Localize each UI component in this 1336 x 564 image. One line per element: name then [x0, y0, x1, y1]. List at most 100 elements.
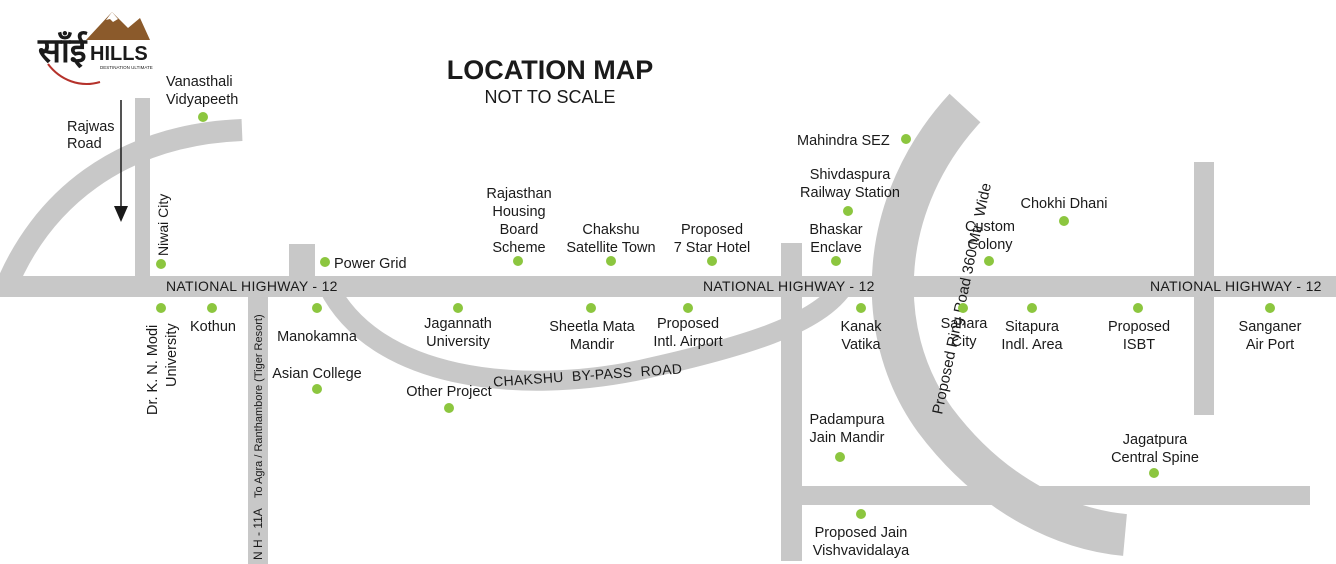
bhaskar-label-2: Enclave [810, 240, 862, 256]
shivdaspura-label-2: Railway Station [800, 185, 900, 201]
vanasthali-label-1: Vanasthali [166, 74, 233, 90]
padampura-road [781, 243, 802, 561]
sahara-city-label-2: City [952, 334, 978, 350]
place-marker [207, 303, 217, 313]
sahara-city-label-1: Sahara [941, 316, 989, 332]
jagannath-label-1: Jagannath [424, 316, 492, 332]
isbt-label-2: ISBT [1123, 337, 1155, 353]
place-marker [1059, 216, 1069, 226]
logo-tagline: DESTINATION ULTIMATE [100, 65, 153, 70]
place-marker [984, 256, 994, 266]
place-marker [453, 303, 463, 313]
nh12-label-mid: NATIONAL HIGHWAY - 12 [703, 278, 875, 294]
place-marker [1149, 468, 1159, 478]
sitapura-label-2: Indl. Area [1001, 337, 1063, 353]
niwai-road [135, 98, 150, 278]
map-subtitle: NOT TO SCALE [484, 87, 615, 107]
power-grid-label: Power Grid [334, 256, 407, 272]
roads-layer [0, 93, 1336, 564]
place-marker [586, 303, 596, 313]
sheetla-label-2: Mandir [570, 337, 614, 353]
place-marker [1027, 303, 1037, 313]
place-marker [312, 384, 322, 394]
places-layer: Vanasthali Vidyapeeth Power Grid Rajasth… [145, 74, 1302, 559]
rajwas-road-label-2: Road [67, 136, 102, 152]
place-marker [835, 452, 845, 462]
vanasthali-label-2: Vidyapeeth [166, 92, 238, 108]
rhb-label-2: Housing [492, 204, 545, 220]
other-project-label: Other Project [406, 384, 491, 400]
padampura-label-2: Jain Mandir [810, 430, 885, 446]
chakshu-satellite-label-1: Chakshu [582, 222, 639, 238]
jain-univ-label-2: Vishvavidalaya [813, 543, 910, 559]
place-marker [707, 256, 717, 266]
hotel-label-2: 7 Star Hotel [674, 240, 751, 256]
jagatpura-label-1: Jagatpura [1123, 432, 1188, 448]
nh12-label-right: NATIONAL HIGHWAY - 12 [1150, 278, 1322, 294]
place-marker [1265, 303, 1275, 313]
sitapura-label-1: Sitapura [1005, 319, 1060, 335]
logo-brand-script: साँई [37, 30, 89, 70]
place-marker [156, 259, 166, 269]
chokhi-dhani-label: Chokhi Dhani [1020, 196, 1107, 212]
nh-11a-direction-label: To Agra / Ranthambore (Tiger Resort) [253, 314, 265, 498]
place-marker [312, 303, 322, 313]
intl-airport-label-2: Intl. Airport [653, 334, 722, 350]
place-marker [1133, 303, 1143, 313]
asian-college-label: Asian College [272, 366, 361, 382]
place-marker [831, 256, 841, 266]
place-marker [513, 256, 523, 266]
place-marker [444, 403, 454, 413]
rhb-label-3: Board [500, 222, 539, 238]
place-marker [320, 257, 330, 267]
jagatpura-label-2: Central Spine [1111, 450, 1199, 466]
sheetla-label-1: Sheetla Mata [549, 319, 635, 335]
place-marker [683, 303, 693, 313]
logo-brand-word: HILLS [90, 43, 148, 65]
place-marker [843, 206, 853, 216]
dkn-modi-label-2: University [164, 323, 180, 387]
mahindra-sez-label: Mahindra SEZ [797, 133, 890, 149]
ring-road [871, 93, 1128, 556]
power-grid-stub [289, 244, 315, 284]
jagannath-label-2: University [426, 334, 490, 350]
map-title: LOCATION MAP [447, 55, 653, 85]
nh12-label-left: NATIONAL HIGHWAY - 12 [166, 278, 338, 294]
padampura-label-1: Padampura [810, 412, 886, 428]
kothun-label: Kothun [190, 319, 236, 335]
shivdaspura-label-1: Shivdaspura [810, 167, 892, 183]
kanak-vatika-label-2: Vatika [841, 337, 881, 353]
down-arrow-icon [114, 100, 128, 222]
jain-univ-label-1: Proposed Jain [815, 525, 908, 541]
sanganer-label-1: Sanganer [1239, 319, 1302, 335]
place-marker [198, 112, 208, 122]
rhb-label-4: Scheme [492, 240, 545, 256]
nh-11a-road [248, 290, 268, 564]
place-marker [606, 256, 616, 266]
custom-colony-label-1: Custom [965, 219, 1015, 235]
dkn-modi-label-1: Dr. K. N. Modi [145, 325, 161, 415]
sanganer-road [1194, 162, 1214, 415]
sanganer-label-2: Air Port [1246, 337, 1294, 353]
place-marker [856, 509, 866, 519]
rajwas-road-label-1: Rajwas [67, 119, 115, 135]
place-marker [856, 303, 866, 313]
hotel-label-1: Proposed [681, 222, 743, 238]
rhb-label-1: Rajasthan [486, 186, 551, 202]
place-marker [156, 303, 166, 313]
isbt-label-1: Proposed [1108, 319, 1170, 335]
ring-road-label: Proposed Ring Road 360 Mtr. Wide [929, 181, 995, 415]
bhaskar-label-1: Bhaskar [809, 222, 862, 238]
intl-airport-label-1: Proposed [657, 316, 719, 332]
chakshu-satellite-label-2: Satellite Town [566, 240, 655, 256]
logo-mountain-icon [86, 12, 150, 40]
niwai-city-label: Niwai City [155, 194, 171, 256]
logo: साँई HILLS DESTINATION ULTIMATE [37, 12, 153, 85]
custom-colony-label-2: Colony [967, 237, 1013, 253]
manokamna-label: Manokamna [277, 329, 358, 345]
kanak-vatika-label-1: Kanak [840, 319, 882, 335]
nh-11a-label: N H - 11A [251, 508, 265, 560]
rajwas-road-curve [0, 119, 243, 297]
place-marker [958, 303, 968, 313]
